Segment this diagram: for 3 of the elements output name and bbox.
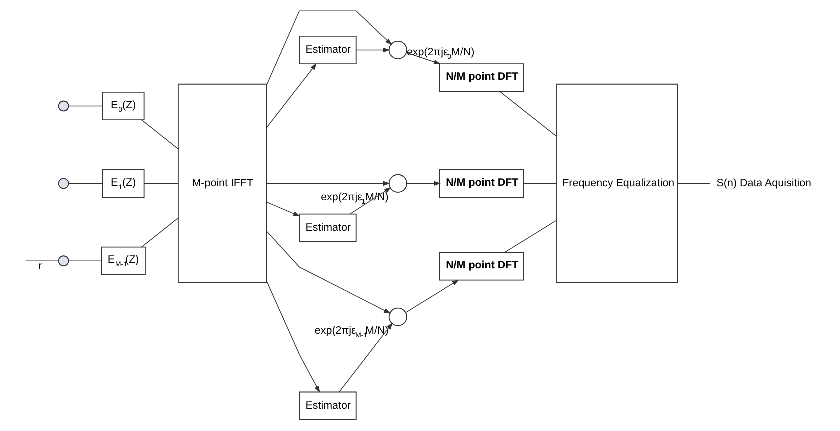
edge-label: r xyxy=(38,261,42,272)
node-text: S(n) Data Aquisition xyxy=(716,178,812,190)
node-label: exp(2πjε$_{0}$M/N) xyxy=(406,46,475,61)
